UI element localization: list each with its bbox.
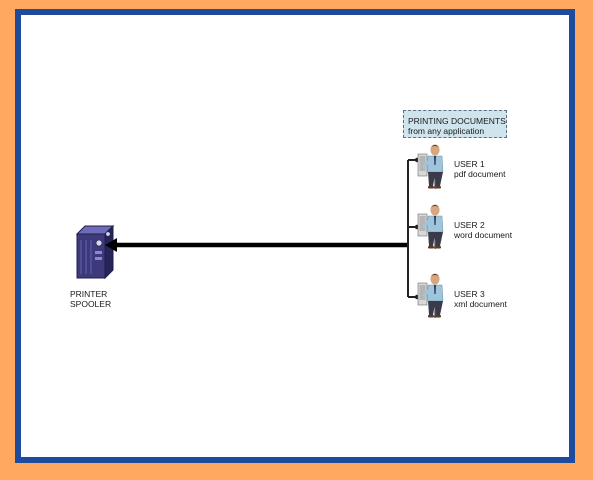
server-tower-icon xyxy=(76,225,114,279)
spooler-label: PRINTER SPOOLER xyxy=(70,289,111,309)
user-1-name: USER 1 xyxy=(454,159,485,169)
user-2-name: USER 2 xyxy=(454,220,485,230)
person-at-computer-icon xyxy=(417,143,444,190)
diagram-canvas: PRINTER SPOOLER PRINTING DOCUMENTS from … xyxy=(15,9,575,463)
print-flow-arrow-head xyxy=(105,238,117,252)
spooler-label-line-2: SPOOLER xyxy=(70,299,112,309)
printing-documents-note: PRINTING DOCUMENTS from any application xyxy=(403,110,507,138)
spooler-label-line-1: PRINTER xyxy=(70,289,108,299)
diagram-drawing xyxy=(76,143,444,319)
user-2-document: word document xyxy=(454,230,513,240)
note-line-2: from any application xyxy=(408,126,485,136)
user-3-document: xml document xyxy=(454,299,507,309)
user-1-label: USER 1 pdf document xyxy=(454,159,506,179)
person-at-computer-icon xyxy=(417,272,444,319)
user-3-name: USER 3 xyxy=(454,289,485,299)
user-3-label: USER 3 xml document xyxy=(454,289,507,309)
user-1-document: pdf document xyxy=(454,169,506,179)
note-line-1: PRINTING DOCUMENTS xyxy=(408,116,506,126)
user-bracket xyxy=(407,157,420,300)
user-2-label: USER 2 word document xyxy=(454,220,512,240)
person-at-computer-icon xyxy=(417,203,444,250)
